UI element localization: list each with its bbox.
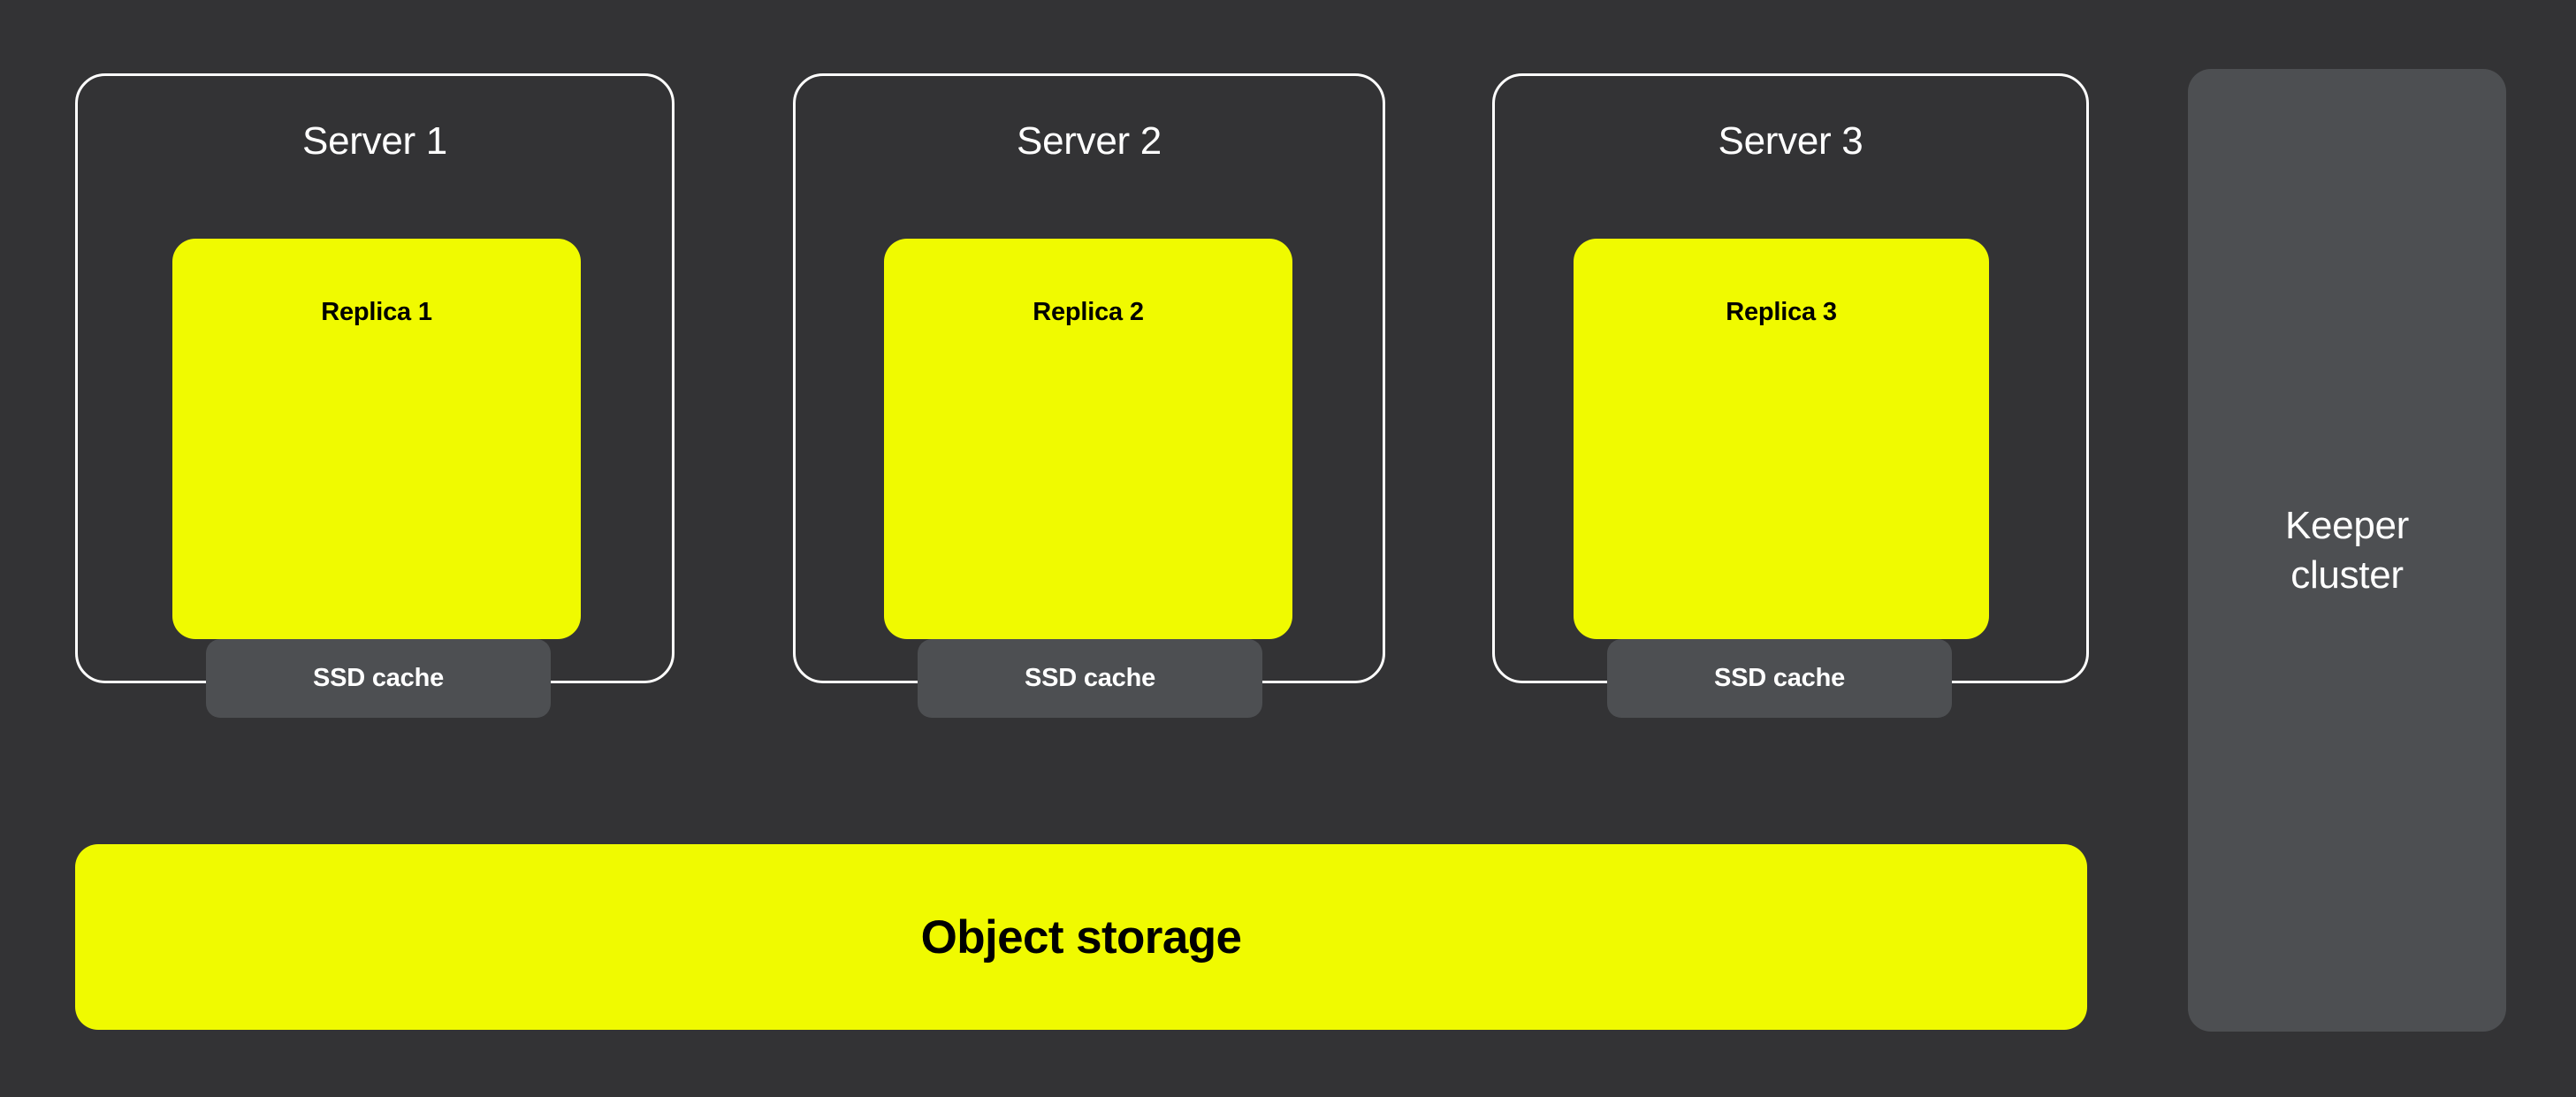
replica-box-1[interactable]: Replica 1: [172, 239, 581, 639]
ssd-cache-label-2: SSD cache: [1024, 664, 1156, 692]
server-title-1: Server 1: [302, 119, 447, 163]
ssd-cache-3[interactable]: SSD cache: [1607, 639, 1952, 718]
replica-label-1: Replica 1: [321, 298, 432, 326]
server-title-2: Server 2: [1017, 119, 1162, 163]
keeper-cluster-panel[interactable]: Keeper cluster: [2188, 69, 2506, 1032]
server-cluster-region: Server 1 Replica 1 SSD cache Server 2 Re…: [75, 73, 2089, 1030]
keeper-cluster-label: Keeper cluster: [2269, 501, 2425, 600]
object-storage-block[interactable]: Object storage: [75, 844, 2087, 1030]
ssd-cache-label-3: SSD cache: [1713, 664, 1846, 692]
replica-label-2: Replica 2: [1033, 298, 1144, 326]
replica-label-3: Replica 3: [1726, 298, 1837, 326]
ssd-cache-label-1: SSD cache: [312, 664, 445, 692]
object-storage-label: Object storage: [920, 910, 1242, 964]
ssd-cache-2[interactable]: SSD cache: [918, 639, 1262, 718]
replica-box-3[interactable]: Replica 3: [1574, 239, 1989, 639]
keeper-cluster-label-line1: Keeper: [2284, 503, 2410, 547]
server-title-3: Server 3: [1718, 119, 1863, 163]
replica-box-2[interactable]: Replica 2: [884, 239, 1292, 639]
keeper-cluster-label-line2: cluster: [2290, 552, 2404, 597]
ssd-cache-1[interactable]: SSD cache: [206, 639, 551, 718]
